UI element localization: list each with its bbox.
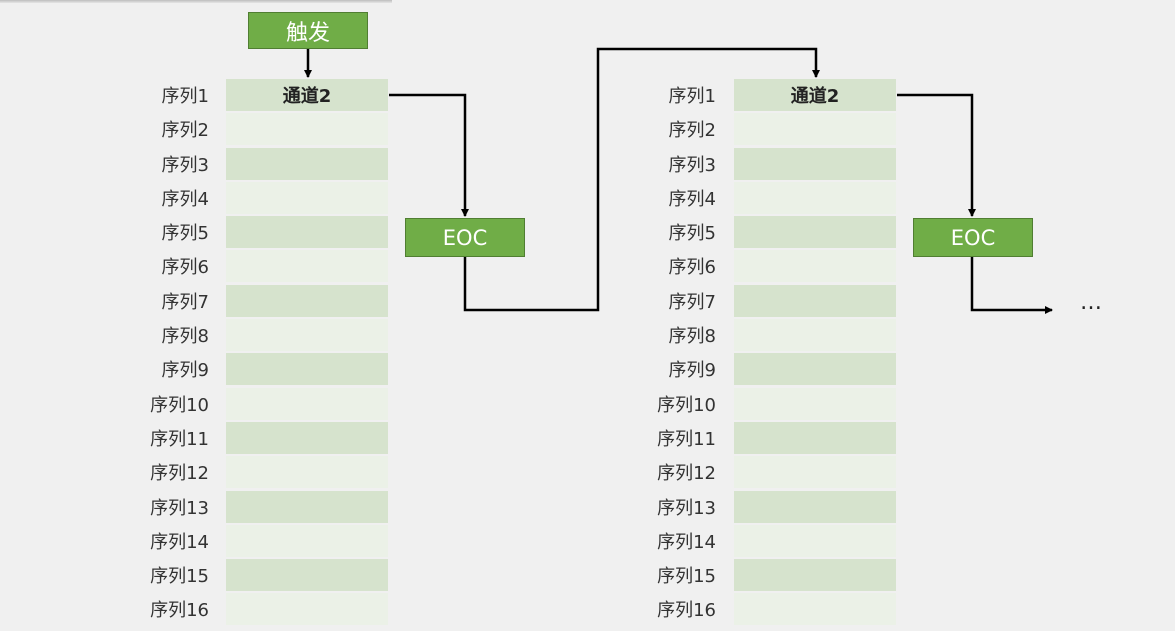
sequence-cell	[734, 250, 896, 283]
sequence-labels-left: 序列1 序列2 序列3 序列4 序列5 序列6 序列7 序列8 序列9 序列10 序列11 序列12 序…	[139, 79, 209, 628]
sequence-cell	[734, 284, 896, 317]
eoc-to-next-trigger-arrow	[463, 47, 820, 312]
sequence-label: 序列6	[161, 257, 209, 279]
sequence-cell	[734, 147, 896, 180]
sequence-label: 序列14	[150, 531, 209, 553]
sequence-cell	[226, 113, 388, 146]
eoc-to-continue-arrow	[970, 257, 1053, 314]
sequence-label: 序列10	[150, 394, 209, 416]
sequence-cell	[226, 593, 388, 626]
sequence-label: 序列13	[150, 497, 209, 519]
channel-to-eoc-arrow-1	[389, 93, 469, 217]
sequence-label: 序列15	[657, 566, 716, 588]
sequence-label: 序列3	[161, 154, 209, 176]
sequence-cell	[226, 456, 388, 489]
sequence-labels-right: 序列1 序列2 序列3 序列4 序列5 序列6 序列7 序列8 序列9 序列10 序列11 序列12 序…	[646, 79, 716, 628]
sequence-label: 序列3	[668, 154, 716, 176]
sequence-label: 序列9	[161, 360, 209, 382]
trigger-box: 触发	[248, 12, 368, 49]
sequence-label: 序列7	[668, 291, 716, 313]
eoc-box-1: EOC	[405, 218, 525, 257]
sequence-cell	[734, 113, 896, 146]
sequence-label: 序列15	[150, 566, 209, 588]
sequence-cell	[734, 421, 896, 454]
sequence-cell	[734, 319, 896, 352]
sequence-label: 序列2	[161, 120, 209, 142]
sequence-label: 序列8	[161, 326, 209, 348]
sequence-label: 序列12	[657, 463, 716, 485]
sequence-label: 序列16	[657, 600, 716, 622]
sequence-table-right: 通道2	[734, 79, 896, 628]
channel-cell: 通道2	[226, 79, 388, 111]
sequence-label: 序列11	[150, 428, 209, 450]
sequence-cell	[734, 559, 896, 592]
sequence-cell	[226, 147, 388, 180]
sequence-table-left: 通道2	[226, 79, 388, 628]
sequence-label: 序列4	[161, 188, 209, 210]
channel-to-eoc-arrow-2	[897, 93, 976, 217]
sequence-cell	[734, 456, 896, 489]
sequence-cell	[226, 216, 388, 249]
sequence-cell	[226, 524, 388, 557]
sequence-cell	[226, 559, 388, 592]
sequence-label: 序列4	[668, 188, 716, 210]
sequence-label: 序列13	[657, 497, 716, 519]
channel-cell: 通道2	[734, 79, 896, 111]
sequence-label: 序列5	[161, 223, 209, 245]
sequence-label: 序列2	[668, 120, 716, 142]
sequence-cell	[226, 250, 388, 283]
sequence-cell	[226, 284, 388, 317]
sequence-cell	[226, 490, 388, 523]
sequence-cell	[734, 181, 896, 214]
sequence-label: 序列11	[657, 428, 716, 450]
sequence-cell	[226, 421, 388, 454]
sequence-label: 序列10	[657, 394, 716, 416]
sequence-cell	[734, 353, 896, 386]
sequence-label: 序列14	[657, 531, 716, 553]
sequence-label: 序列8	[668, 326, 716, 348]
sequence-cell	[734, 216, 896, 249]
sequence-label: 序列7	[161, 291, 209, 313]
sequence-label: 序列1	[161, 86, 209, 107]
sequence-cell	[734, 387, 896, 420]
sequence-cell	[226, 353, 388, 386]
top-edge-bar	[0, 0, 392, 3]
sequence-cell	[226, 181, 388, 214]
sequence-cell	[734, 593, 896, 626]
sequence-label: 序列5	[668, 223, 716, 245]
sequence-cell	[226, 387, 388, 420]
sequence-label: 序列16	[150, 600, 209, 622]
sequence-cell	[734, 490, 896, 523]
sequence-label: 序列9	[668, 360, 716, 382]
sequence-label: 序列1	[668, 86, 716, 107]
continuation-ellipsis: …	[1080, 290, 1102, 315]
sequence-label: 序列6	[668, 257, 716, 279]
sequence-cell	[226, 319, 388, 352]
sequence-label: 序列12	[150, 463, 209, 485]
sequence-cell	[734, 524, 896, 557]
eoc-box-2: EOC	[913, 218, 1033, 257]
